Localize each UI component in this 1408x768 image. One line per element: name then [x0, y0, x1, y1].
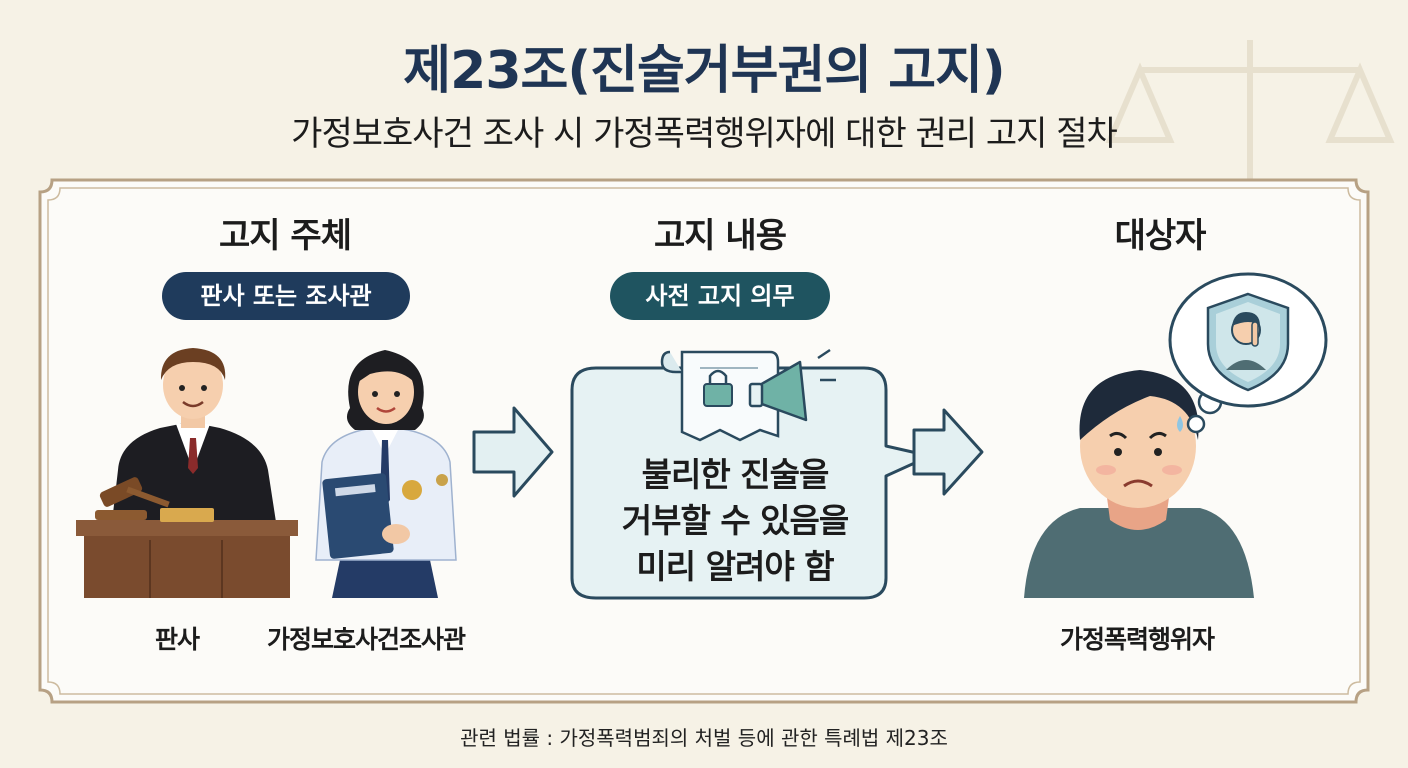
notice-message: 불리한 진술을 거부할 수 있음을 미리 알려야 함 [590, 452, 880, 590]
officer-caption: 가정보호사건조사관 [267, 625, 466, 654]
law-reference: 관련 법률 : 가정폭력범죄의 처벌 등에 관한 특례법 제23조 [460, 726, 948, 750]
arrow-right-icon [472, 406, 554, 498]
megaphone-icon [748, 348, 836, 422]
subject-badge: 판사 또는 조사관 [162, 272, 410, 320]
offender-caption: 가정폭력행위자 [1059, 625, 1215, 654]
content-speech-bubble [570, 366, 932, 600]
notice-line: 미리 알려야 함 [636, 547, 834, 586]
offender-figure [1024, 370, 1254, 598]
gavel-icon [95, 477, 170, 520]
content-badge: 사전 고지 의무 [610, 272, 830, 320]
shield-silence-icon [1206, 292, 1290, 392]
judge-caption: 판사 [155, 625, 200, 654]
officer-figure [315, 350, 457, 598]
page-title: 제23조(진술거부권의 고지) [403, 41, 1005, 101]
scroll-lock-icon [660, 350, 780, 442]
notice-line: 거부할 수 있음을 [621, 501, 850, 540]
subject-heading: 고지 주체 [219, 216, 352, 256]
judge-figure [76, 348, 298, 598]
target-heading: 대상자 [1114, 216, 1207, 256]
page-subtitle: 가정보호사건 조사 시 가정폭력행위자에 대한 권리 고지 절차 [291, 114, 1118, 154]
content-heading: 고지 내용 [654, 216, 787, 256]
notice-line: 불리한 진술을 [641, 455, 830, 494]
arrow-right-icon [912, 408, 984, 496]
